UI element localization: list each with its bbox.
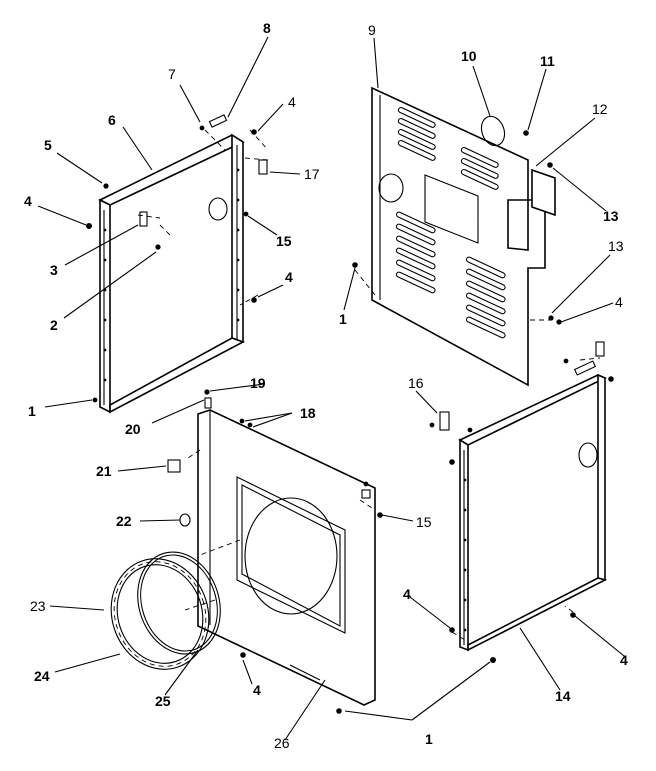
callout-2: 2 [50, 317, 58, 333]
callout-11: 11 [540, 53, 555, 69]
callout-18: 18 [300, 405, 316, 421]
callout-5: 5 [44, 137, 52, 153]
callout-22: 22 [116, 513, 132, 529]
callout-6: 6 [108, 112, 116, 128]
callout-8: 8 [263, 20, 271, 36]
callout-14: 14 [555, 688, 571, 704]
callout-1: 1 [28, 403, 36, 419]
callout-1: 1 [425, 731, 433, 747]
callout-26: 26 [274, 735, 290, 751]
leader-lines [37, 36, 625, 741]
callout-25: 25 [155, 693, 171, 709]
callout-4: 4 [615, 294, 623, 310]
seal-rings [110, 551, 221, 670]
left-side-panel [86, 114, 269, 414]
rear-vent-panel [352, 86, 562, 387]
callout-4: 4 [285, 269, 293, 285]
callout-15: 15 [416, 514, 432, 530]
callout-15: 15 [276, 233, 292, 249]
callout-21: 21 [96, 463, 112, 479]
callout-10: 10 [461, 48, 477, 64]
callout-20: 20 [125, 421, 141, 437]
right-side-panel [429, 341, 614, 664]
callout-4: 4 [24, 193, 32, 209]
vent-slots-lower-left [395, 211, 436, 294]
callout-labels: 8 7 4 6 5 4 3 2 17 15 4 1 9 10 11 12 13 … [24, 20, 628, 751]
callout-4: 4 [403, 586, 411, 602]
callout-24: 24 [34, 668, 50, 684]
callout-3: 3 [50, 262, 58, 278]
callout-4: 4 [288, 94, 296, 110]
callout-12: 12 [592, 101, 608, 117]
callout-16: 16 [408, 375, 424, 391]
callout-9: 9 [368, 22, 376, 38]
callout-7: 7 [168, 66, 176, 82]
callout-13: 13 [608, 238, 624, 254]
vent-slots-upper-left [397, 107, 499, 190]
callout-1: 1 [339, 311, 347, 327]
callout-4: 4 [253, 682, 261, 698]
callout-4: 4 [620, 652, 628, 668]
callout-23: 23 [30, 598, 46, 614]
front-panel [167, 389, 383, 714]
callout-17: 17 [304, 166, 320, 182]
right-panel-rivets [463, 478, 467, 632]
callout-13: 13 [603, 208, 619, 224]
vent-slots-lower-right [465, 256, 506, 339]
callout-19: 19 [250, 375, 266, 391]
